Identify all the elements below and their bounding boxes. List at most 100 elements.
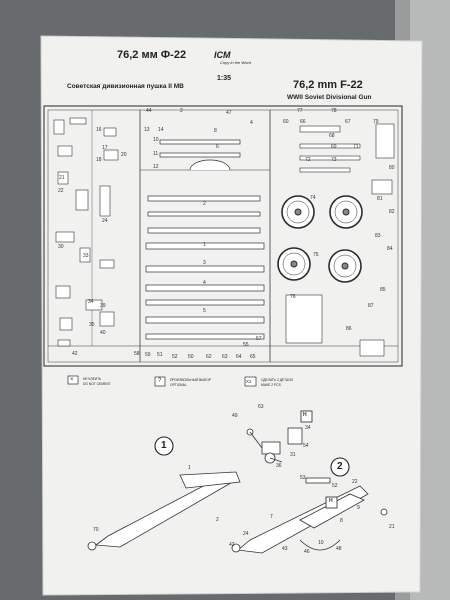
part-number: 55 — [243, 342, 249, 348]
part-number: 17 — [102, 145, 108, 151]
part-number: 85 — [380, 287, 386, 293]
part-number: 63 — [222, 354, 228, 360]
part-number: 50 — [188, 354, 194, 360]
part-number: 4 — [250, 120, 253, 126]
part-number: 6 — [216, 144, 219, 150]
brand-tagline: Copy in the Word — [220, 60, 251, 65]
part-number: 52 — [172, 354, 178, 360]
callout-number: 70 — [93, 527, 99, 533]
callout-number: 7 — [270, 514, 273, 520]
part-number: 80 — [389, 165, 395, 171]
legend-make-two-en: MAKE 2 PCS — [261, 383, 281, 387]
sprue-small-parts — [53, 117, 395, 357]
sprue-long-parts — [145, 139, 265, 340]
part-number: 16 — [96, 127, 102, 133]
callout-number: 43 — [282, 546, 288, 552]
part-number: 65 — [250, 354, 256, 360]
part-number: 78 — [331, 108, 337, 114]
part-number: 1 — [203, 242, 206, 248]
part-number: 64 — [236, 354, 242, 360]
callout-number: 21 — [389, 524, 395, 530]
callout-number: 1 — [188, 465, 191, 471]
part-number: 8 — [214, 128, 217, 134]
part-number: 12 — [153, 164, 159, 170]
legend-do-not-cement-icon: × — [70, 377, 74, 383]
part-number: 72 — [305, 157, 311, 163]
legend-make-two-icon: X2 — [246, 379, 252, 384]
callout-number: 52 — [332, 483, 338, 489]
sprue-wheels — [277, 195, 363, 283]
callout-h-box: H — [329, 498, 333, 504]
step1-assembly — [87, 427, 303, 551]
step2-marker — [330, 457, 350, 477]
part-number: 58 — [134, 351, 140, 357]
callout-number: 31 — [290, 452, 296, 458]
part-number: 57 — [256, 336, 262, 342]
part-number: 82 — [389, 209, 395, 215]
callout-number: 22 — [352, 479, 358, 485]
subtitle-english: WWII Soviet Divisional Gun — [287, 94, 372, 101]
callout-number: 53 — [300, 475, 306, 481]
part-number: 21 — [59, 175, 65, 181]
part-number: 33 — [83, 253, 89, 259]
part-number: 39 — [100, 303, 106, 309]
callout-number: 48 — [336, 546, 342, 552]
part-number: 18 — [96, 157, 102, 163]
part-number: 34 — [88, 299, 94, 305]
callout-number: 34 — [305, 425, 311, 431]
part-number: 77 — [297, 108, 303, 114]
part-number: 79 — [373, 119, 379, 125]
part-number: 4 — [203, 280, 206, 286]
part-number: 35 — [89, 322, 95, 328]
part-number: 20 — [121, 152, 127, 158]
part-number: 40 — [100, 330, 106, 336]
legend-optional-en: OPTIONAL — [170, 383, 187, 387]
callout-number: 10 — [318, 540, 324, 546]
callout-number: 46 — [304, 549, 310, 555]
part-number: 47 — [226, 110, 232, 116]
part-number: 59 — [145, 352, 151, 358]
part-number: 75 — [313, 252, 319, 258]
callout-number: 54 — [303, 443, 309, 449]
legend-do-not-cement-en: DO NOT CEMENT — [83, 382, 111, 386]
part-number: 42 — [72, 351, 78, 357]
part-number: 51 — [157, 352, 163, 358]
part-number: 83 — [375, 233, 381, 239]
callout-number: 36 — [276, 463, 282, 469]
legend-make-two-ru: СДЕЛАТЬ 2 ДЕТАЛИ — [261, 378, 293, 382]
part-number: 60 — [283, 119, 289, 125]
part-number: 74 — [310, 195, 316, 201]
part-number: 5 — [203, 308, 206, 314]
part-number: 84 — [387, 246, 393, 252]
part-number: 30 — [58, 244, 64, 250]
callout-number: 9 — [357, 505, 360, 511]
part-number: 81 — [377, 196, 383, 202]
part-number: 67 — [345, 119, 351, 125]
step-1-number: 1 — [161, 440, 167, 451]
part-number: 3 — [203, 260, 206, 266]
title-russian: 76,2 мм Ф-22 — [117, 49, 187, 61]
legend-do-not-cement-ru: НЕ КЛЕИТЬ — [83, 377, 102, 381]
title-english: 76,2 mm F-22 — [293, 79, 363, 91]
part-number: 10 — [153, 137, 159, 143]
callout-number: 2 — [216, 517, 219, 523]
subtitle-russian: Советская дивизионная пушка II МВ — [67, 83, 184, 90]
part-number: 66 — [300, 119, 306, 125]
part-number: 11 — [153, 151, 159, 157]
legend-optional-ru: ПРОИЗВОЛЬНЫЙ ВЫБОР — [170, 378, 211, 382]
callout-number: 24 — [243, 531, 249, 537]
brand-logo: ICM — [214, 50, 231, 60]
legend-icons — [67, 375, 257, 387]
part-number: 2 — [180, 108, 183, 114]
part-number: 68 — [329, 133, 335, 139]
legend-optional-icon: ? — [158, 378, 162, 384]
step1-marker — [154, 436, 174, 456]
part-number: 87 — [368, 303, 374, 309]
part-number: 73 — [331, 157, 337, 163]
callout-number: 8 — [340, 518, 343, 524]
part-number: 76 — [290, 294, 296, 300]
callout-h-box: H — [303, 412, 307, 418]
step-2-number: 2 — [337, 461, 343, 472]
part-number: 44 — [146, 108, 152, 114]
